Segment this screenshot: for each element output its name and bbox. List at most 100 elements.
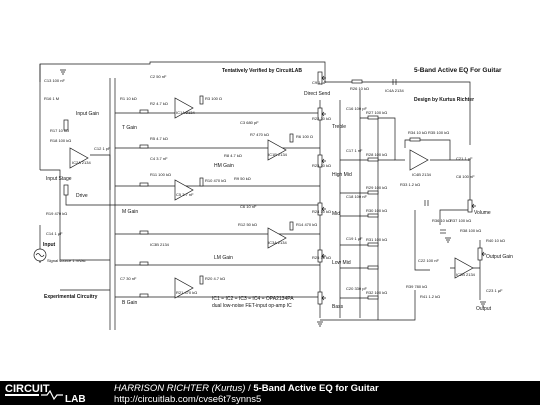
svg-text:C7 30 nF: C7 30 nF	[120, 276, 137, 281]
svg-text:R1 10 kΩ: R1 10 kΩ	[120, 96, 137, 101]
svg-text:R38 100 kΩ: R38 100 kΩ	[460, 228, 481, 233]
high-mid-label: High Mid	[332, 172, 352, 178]
svg-text:R8 4.7 kΩ: R8 4.7 kΩ	[224, 153, 242, 158]
svg-text:IC4B 2134: IC4B 2134	[412, 172, 432, 177]
input-label: Input	[43, 242, 56, 248]
ic1a-opamp	[174, 97, 194, 119]
ic-note-2: dual low-noise FET-input op-amp IC	[212, 303, 292, 309]
footer-title: HARRISON RICHTER (Kurtus) / 5-Band Activ…	[114, 383, 379, 394]
direct-send-pot	[317, 71, 326, 85]
volume-label: Volume	[474, 210, 491, 216]
signal-source-label: Signal source 1 mVac	[47, 258, 86, 263]
svg-text:R11 100 kΩ: R11 100 kΩ	[150, 172, 171, 177]
svg-text:R16 1 M: R16 1 M	[44, 96, 59, 101]
svg-text:R19 470 kΩ: R19 470 kΩ	[46, 211, 67, 216]
footer-author[interactable]: HARRISON RICHTER (Kurtus)	[114, 383, 246, 394]
ic2a-opamp	[69, 147, 89, 169]
bass-pot	[317, 291, 326, 305]
svg-text:R26 10 kΩ: R26 10 kΩ	[350, 86, 369, 91]
svg-text:C3 680 pF: C3 680 pF	[240, 120, 259, 125]
svg-text:R7 470 kΩ: R7 470 kΩ	[250, 132, 269, 137]
ic3a-opamp	[174, 179, 194, 201]
output-gain-label: Output Gain	[486, 254, 513, 260]
svg-text:R28 100 kΩ: R28 100 kΩ	[366, 152, 387, 157]
svg-text:IC3B 2134: IC3B 2134	[150, 242, 170, 247]
svg-text:R37 100 kΩ: R37 100 kΩ	[450, 218, 471, 223]
svg-text:R3 100 Ω: R3 100 Ω	[205, 96, 222, 101]
op-amps	[69, 97, 474, 299]
svg-text:C13 100 nF: C13 100 nF	[44, 78, 65, 83]
svg-text:LAB: LAB	[65, 394, 86, 403]
ic1b-opamp	[267, 139, 287, 161]
svg-text:R21 470 kΩ: R21 470 kΩ	[176, 290, 197, 295]
ic4a-opamp	[174, 277, 194, 299]
svg-text:R18 100 kΩ: R18 100 kΩ	[50, 138, 71, 143]
volume-pot	[467, 199, 476, 213]
svg-text:R36 10 kΩ: R36 10 kΩ	[432, 218, 451, 223]
low-mid-pot	[317, 249, 326, 263]
svg-text:R41 1.2 kΩ: R41 1.2 kΩ	[420, 294, 440, 299]
footer-project[interactable]: 5-Band Active EQ for Guitar	[253, 383, 379, 394]
mid-pot	[317, 202, 326, 216]
svg-text:IC2A 2134: IC2A 2134	[72, 160, 91, 165]
ic4b-opamp	[409, 149, 429, 171]
svg-text:C14 1 µF: C14 1 µF	[46, 231, 63, 236]
svg-text:R27 100 kΩ: R27 100 kΩ	[366, 110, 387, 115]
svg-text:C4 3.7 nF: C4 3.7 nF	[150, 156, 168, 161]
svg-text:IC3A 2134: IC3A 2134	[268, 240, 287, 245]
svg-text:R29 100 kΩ: R29 100 kΩ	[366, 185, 387, 190]
svg-text:R20 4.7 kΩ: R20 4.7 kΩ	[205, 276, 225, 281]
svg-text:R12 50 kΩ: R12 50 kΩ	[238, 222, 257, 227]
verified-label: Tentatively Verified by CircuitLAB	[222, 68, 302, 74]
svg-text:R14 470 kΩ: R14 470 kΩ	[296, 222, 317, 227]
footer-bar: CIRCUIT LAB HARRISON RICHTER (Kurtus) / …	[0, 381, 540, 405]
output-label: Output	[476, 306, 492, 312]
svg-text:C8 100 nF: C8 100 nF	[456, 174, 475, 179]
svg-text:R10 470 kΩ: R10 470 kΩ	[205, 178, 226, 183]
svg-text:C20 330 pF: C20 330 pF	[346, 286, 367, 291]
bass-label: Bass	[332, 304, 344, 310]
svg-text:C9 1 µF: C9 1 µF	[312, 80, 327, 85]
svg-text:R24 10 kΩ: R24 10 kΩ	[312, 209, 331, 214]
svg-text:R40 10 kΩ: R40 10 kΩ	[486, 238, 505, 243]
passive-components	[139, 79, 446, 300]
treble-pot	[317, 107, 326, 121]
svg-text:C2 50 nF: C2 50 nF	[150, 74, 167, 79]
schematic-title: 5-Band Active EQ For Guitar	[414, 67, 502, 74]
svg-text:R6 100 Ω: R6 100 Ω	[296, 134, 313, 139]
circuitlab-logo: CIRCUIT LAB	[5, 383, 86, 403]
svg-text:C18 100 nF: C18 100 nF	[346, 194, 367, 199]
direct-send-label: Direct Send	[304, 91, 330, 97]
hm-gain-label: HM Gain	[214, 163, 234, 169]
schematic-svg: 5-Band Active EQ For Guitar Tentatively …	[33, 61, 513, 330]
svg-text:C17 1 nF: C17 1 nF	[346, 148, 363, 153]
svg-text:R25 10 kΩ: R25 10 kΩ	[312, 255, 331, 260]
svg-text:IC4A 2134: IC4A 2134	[385, 88, 404, 93]
svg-text:R23 10 kΩ: R23 10 kΩ	[312, 163, 331, 168]
svg-text:R39 780 kΩ: R39 780 kΩ	[406, 284, 427, 289]
footer-url[interactable]: http://circuitlab.com/cvse6t7synns5	[114, 394, 262, 405]
svg-text:R30 100 kΩ: R30 100 kΩ	[366, 208, 387, 213]
experimental-label: Experimental Circuitry	[44, 294, 98, 300]
svg-text:C23 1 µF: C23 1 µF	[486, 288, 503, 293]
footer-separator: /	[245, 383, 254, 394]
high-mid-pot	[317, 154, 326, 168]
svg-text:R2 4.7 kΩ: R2 4.7 kΩ	[150, 101, 168, 106]
svg-text:C21 1 µF: C21 1 µF	[456, 156, 473, 161]
drive-pot	[63, 184, 69, 196]
output-gain-pot	[477, 247, 486, 261]
input-gain-label: Input Gain	[76, 111, 99, 117]
svg-text:IC1A 2134: IC1A 2134	[176, 110, 195, 115]
low-mid-label: Low Mid	[332, 260, 351, 266]
svg-text:R33 1.2 kΩ: R33 1.2 kΩ	[400, 182, 420, 187]
svg-text:C6 10 nF: C6 10 nF	[240, 204, 257, 209]
t-gain-label: T Gain	[122, 125, 137, 131]
mid-label: Mid	[332, 211, 340, 217]
designer-label: Design by Kurtus Richter	[414, 97, 474, 103]
svg-text:C19 1 µF: C19 1 µF	[346, 236, 363, 241]
svg-text:R9 50 kΩ: R9 50 kΩ	[234, 176, 251, 181]
svg-text:R35 100 kΩ: R35 100 kΩ	[428, 130, 449, 135]
svg-text:C12 1 pF: C12 1 pF	[94, 146, 111, 151]
m-gain-label: M Gain	[122, 209, 138, 215]
